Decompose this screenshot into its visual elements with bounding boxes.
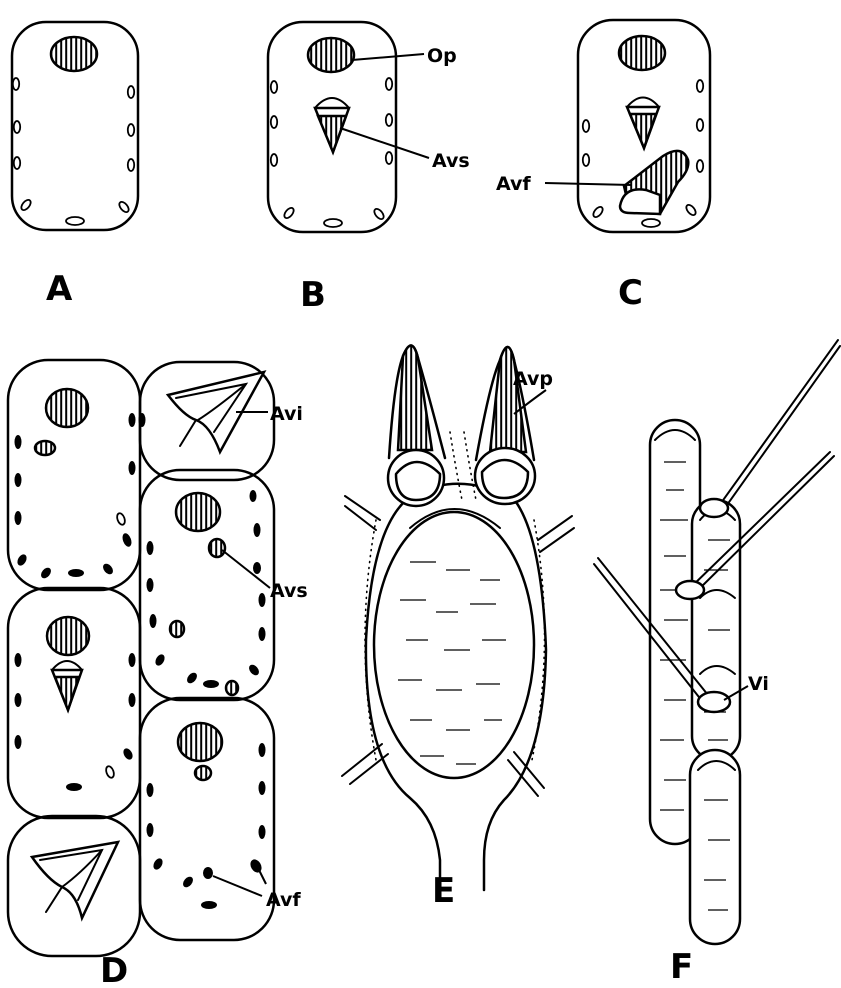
panel-label-b: B [300, 275, 326, 315]
zooid-body [374, 512, 534, 778]
panel-b-zooid [268, 22, 429, 232]
label-avf-d: Avf [266, 889, 301, 911]
panel-e-zooid [342, 345, 574, 890]
panel-label-d: D [100, 951, 128, 988]
avicularium-pedunculate [388, 345, 445, 506]
operculum [51, 37, 97, 71]
avicularium-small [315, 98, 349, 152]
panel-label-e: E [432, 871, 455, 911]
marginal-pores [13, 78, 134, 225]
avicularium-interzooidal [32, 842, 118, 918]
panel-c-zooid [545, 20, 710, 232]
label-avi: Avi [270, 403, 303, 425]
panel-d-colony [8, 360, 274, 956]
panel-a-zooid [12, 22, 138, 230]
marginal-pores [271, 78, 392, 227]
body-texture [398, 562, 506, 764]
marginal-pores [15, 413, 136, 580]
panel-f-colony [594, 340, 840, 944]
avicularium-small [627, 98, 659, 149]
vibraculum-seta [716, 340, 838, 510]
label-avs: Avs [432, 150, 470, 172]
label-avs-d: Avs [270, 580, 308, 602]
operculum [178, 723, 222, 761]
panel-label-f: F [670, 947, 693, 987]
label-vi: Vi [748, 673, 769, 695]
panel-label-c: C [618, 273, 643, 313]
panel-label-a: A [46, 269, 73, 309]
label-avp: Avp [513, 368, 553, 390]
label-op: Op [427, 45, 457, 67]
operculum [176, 493, 220, 531]
label-avf: Avf [496, 173, 531, 195]
operculum [619, 36, 665, 70]
avicularium-frontal [620, 151, 688, 214]
operculum [308, 38, 354, 72]
operculum [47, 617, 89, 655]
operculum [46, 389, 88, 427]
